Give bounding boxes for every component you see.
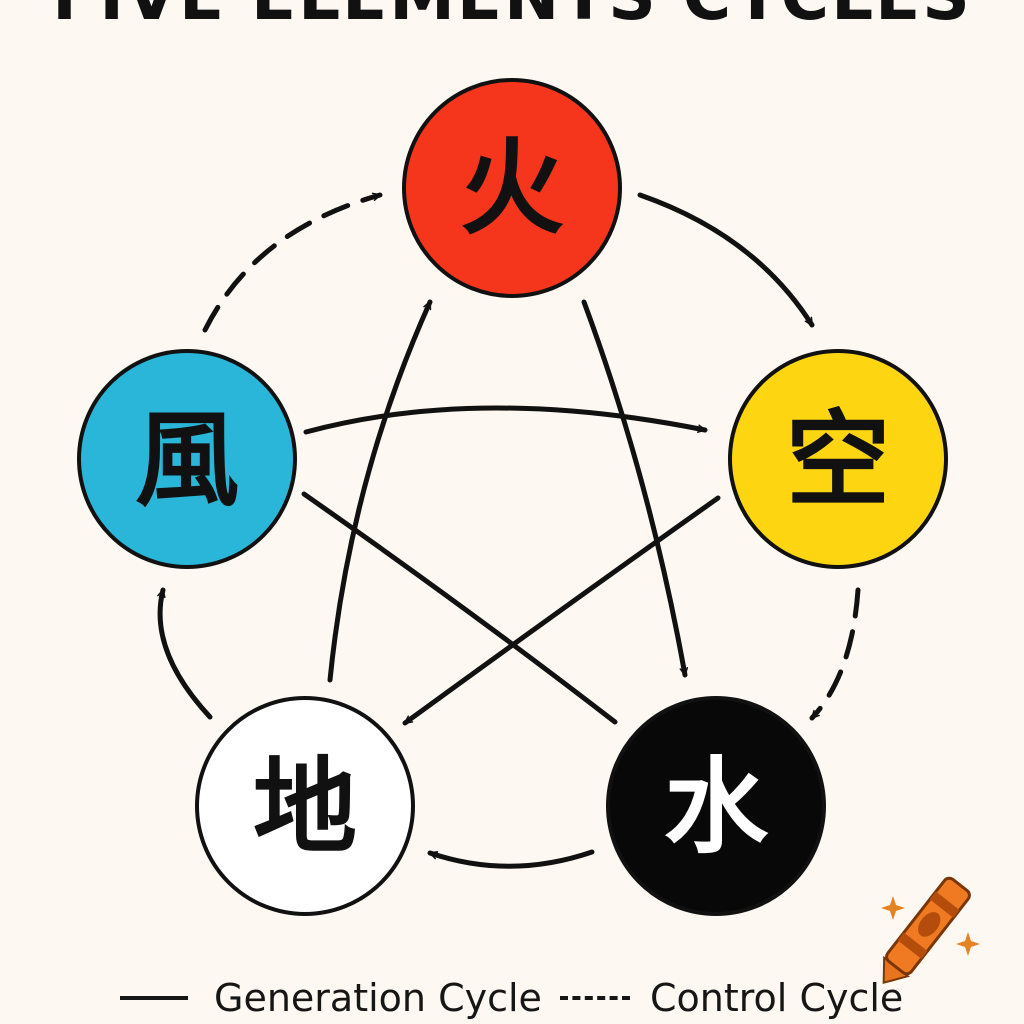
line-wind-to-water <box>301 491 618 725</box>
node-wind-circle <box>77 349 297 569</box>
page-title: FIVE ELEMENTS CYCLES <box>0 0 1024 30</box>
node-water-label: 水 <box>664 746 769 868</box>
node-fire-label: 火 <box>460 127 564 249</box>
node-earth: 地 <box>195 696 415 916</box>
arrow-water-to-earth <box>427 849 595 869</box>
node-water: 水 <box>606 696 826 916</box>
arrow-wind-to-fire <box>202 192 383 333</box>
legend-generation-label: Generation Cycle <box>214 976 542 1020</box>
arrow-void-to-water <box>809 587 861 721</box>
node-wind-label: 風 <box>135 399 239 521</box>
node-water-circle <box>606 696 826 916</box>
node-fire-circle <box>402 78 622 298</box>
crayon-icon <box>882 876 971 985</box>
arrow-wind-to-void <box>303 405 708 435</box>
arrow-earth-to-wind <box>157 587 213 720</box>
node-earth-label: 地 <box>253 746 357 868</box>
arrow-fire-to-water <box>581 299 689 678</box>
arrow-earth-to-fire <box>327 299 433 683</box>
sparkle-icon <box>956 932 980 956</box>
legend: Generation Cycle Control Cycle <box>118 972 938 1024</box>
sparkle-icon <box>881 896 905 920</box>
arrow-fire-to-void <box>637 192 815 328</box>
arrow-void-to-earth <box>402 495 721 726</box>
node-wind: 風 <box>77 349 297 569</box>
node-fire: 火 <box>402 78 622 298</box>
legend-dashed-line <box>560 996 630 1000</box>
legend-solid-line <box>120 996 188 1000</box>
node-void-circle <box>728 349 948 569</box>
node-void-label: 空 <box>786 399 890 521</box>
legend-control-label: Control Cycle <box>650 976 904 1020</box>
node-void: 空 <box>728 349 948 569</box>
node-earth-circle <box>195 696 415 916</box>
